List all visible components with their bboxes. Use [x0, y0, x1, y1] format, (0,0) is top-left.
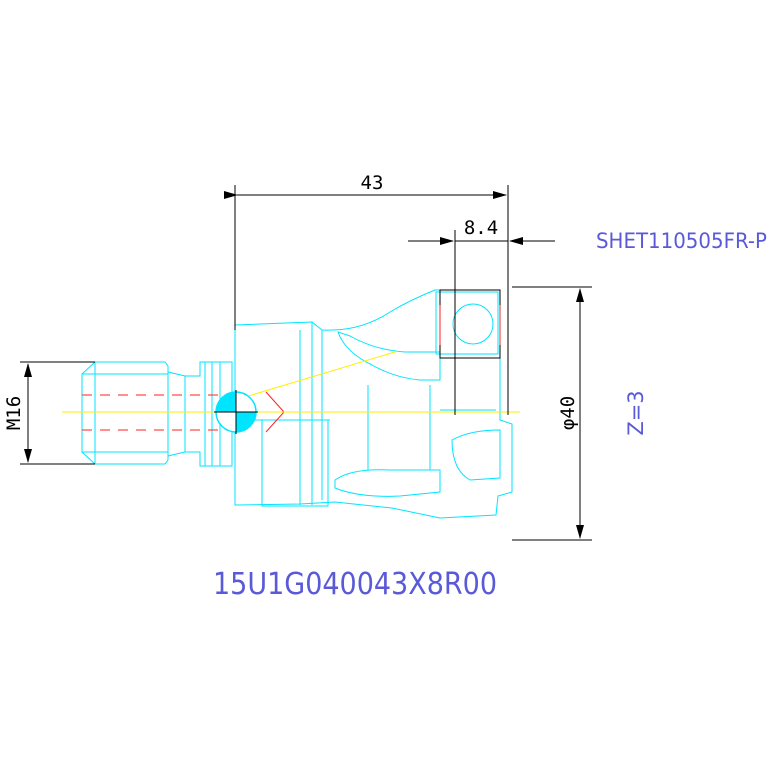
insert-code-label: SHET110505FR-P — [596, 229, 767, 253]
dim-width-small — [408, 230, 555, 415]
dim-cutter-diameter — [512, 286, 592, 541]
tool-outline — [81, 289, 513, 519]
dim-cutter-diameter-text: φ40 — [557, 396, 579, 430]
flute-upper — [337, 331, 441, 381]
center-lines — [62, 351, 520, 413]
dim-width-small-text: 8.4 — [464, 217, 498, 239]
dim-shank-thread — [20, 361, 95, 465]
center-mark-icon — [214, 390, 258, 434]
part-number-label: 15U1G040043X8R00 — [213, 567, 497, 602]
flute-lower — [334, 469, 441, 497]
insert-screw — [452, 303, 494, 345]
cutter-body — [234, 289, 513, 519]
teeth-count-label: Z=3 — [624, 390, 648, 435]
shank-thread-section — [81, 361, 169, 465]
insert-pocket — [435, 291, 499, 355]
dim-overall-length — [224, 185, 509, 415]
insert — [439, 289, 501, 359]
dim-shank-thread-text: M16 — [3, 396, 25, 430]
dim-overall-length-text: 43 — [361, 172, 384, 194]
